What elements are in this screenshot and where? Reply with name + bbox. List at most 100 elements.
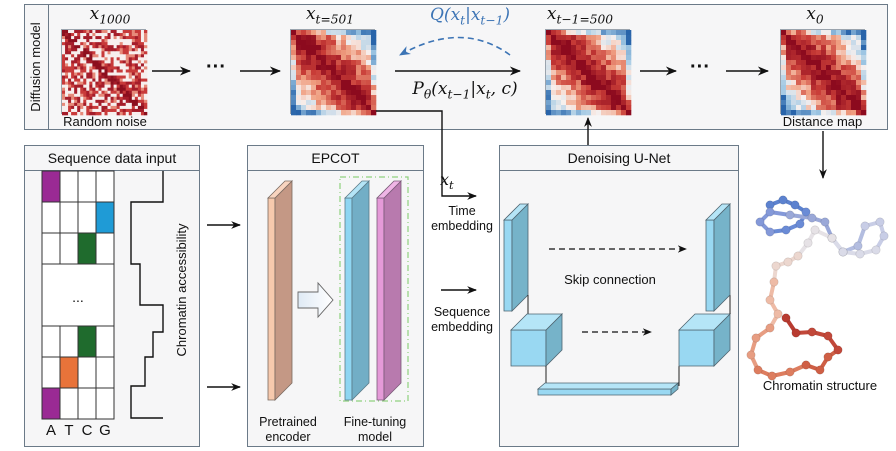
heatmap-cell [326, 100, 332, 106]
heatmap-cell [576, 95, 582, 101]
heatmap-cell [326, 75, 332, 81]
heatmap-cell [801, 70, 807, 76]
noise-cell [86, 78, 90, 82]
noise-cell [74, 78, 78, 82]
noise-cell [107, 45, 111, 49]
heatmap-cell [826, 60, 832, 66]
heatmap-cell [626, 90, 632, 96]
heatmap-cell [291, 40, 297, 46]
ellipsis-right: ··· [690, 56, 710, 78]
heatmap-cell [566, 45, 572, 51]
noise-cell [137, 33, 142, 37]
noise-cell [134, 84, 139, 88]
noise-cell [131, 75, 136, 79]
heatmap-cell [321, 40, 327, 46]
noise-cell [134, 36, 139, 40]
noise-cell [131, 69, 136, 73]
heatmap-cell [586, 50, 592, 56]
heatmap-cell [566, 95, 572, 101]
noise-cell [110, 111, 114, 116]
noise-cell [116, 30, 120, 34]
noise-cell [104, 30, 108, 34]
noise-cell [122, 81, 127, 85]
noise-cell [104, 78, 108, 82]
heatmap-cell [626, 110, 632, 116]
heatmap-cell [811, 75, 817, 81]
heatmap-cell [831, 60, 837, 66]
fine-tuning-block-purple [376, 180, 402, 401]
noise-cell [83, 84, 87, 88]
noise-cell [143, 36, 148, 40]
noise-cell [68, 93, 72, 98]
heatmap-cell [301, 55, 307, 61]
noise-cell [92, 69, 96, 73]
noise-cell [134, 111, 139, 116]
heatmap-cell [546, 110, 552, 116]
noise-cell [62, 60, 66, 64]
heatmap-cell [796, 100, 802, 106]
heatmap-cell [811, 70, 817, 76]
heatmap-cell [336, 80, 342, 86]
heatmap-cell [601, 40, 607, 46]
noise-heatmap [61, 29, 148, 116]
heatmap-cell [786, 105, 792, 111]
heatmap-cell [591, 105, 597, 111]
heatmap-cell [556, 35, 562, 41]
noise-cell [137, 30, 142, 34]
noise-cell [71, 48, 75, 52]
heatmap-cell [626, 75, 632, 81]
heatmap-cell [351, 90, 357, 96]
noise-cell [80, 45, 84, 49]
noise-cell [116, 84, 120, 88]
heatmap-cell [826, 90, 832, 96]
noise-cell [107, 93, 111, 98]
noise-cell [143, 93, 148, 98]
heatmap-cell [311, 55, 317, 61]
heatmap-cell [851, 110, 857, 116]
heatmap-cell [606, 65, 612, 71]
noise-cell [83, 39, 87, 43]
noise-cell [137, 93, 142, 98]
noise-cell [131, 72, 136, 76]
noise-cell [98, 39, 102, 43]
noise-cell [125, 63, 130, 67]
noise-cell [92, 84, 96, 88]
label-xt500: xt−1=500 [546, 4, 614, 27]
noise-cell [101, 102, 105, 107]
noise-cell [74, 30, 78, 34]
base-label-c: C [81, 422, 93, 439]
heatmap-cell [546, 95, 552, 101]
noise-cell [125, 66, 130, 70]
noise-cell [113, 111, 117, 116]
heatmap-cell [781, 60, 787, 66]
noise-cell [89, 63, 93, 67]
noise-cell [89, 105, 93, 110]
heatmap-cell [836, 75, 842, 81]
heatmap-cell [821, 35, 827, 41]
heatmap-cell [796, 45, 802, 51]
noise-cell [143, 33, 148, 37]
heatmap-cell [341, 105, 347, 111]
noise-cell [128, 96, 133, 101]
noise-cell [104, 51, 108, 55]
heatmap-cell [341, 100, 347, 106]
noise-cell [83, 108, 87, 113]
heatmap-cell [816, 30, 822, 36]
heatmap-cell [561, 85, 567, 91]
heatmap-cell [826, 80, 832, 86]
heatmap-cell [571, 90, 577, 96]
noise-cell [119, 60, 124, 64]
noise-cell [131, 96, 136, 101]
heatmap-cell [816, 55, 822, 61]
heatmap-cell [586, 70, 592, 76]
noise-cell [92, 42, 96, 46]
noise-cell [128, 108, 133, 113]
heatmap-cell [301, 70, 307, 76]
noise-cell [137, 48, 142, 52]
noise-cell [104, 66, 108, 70]
noise-cell [80, 33, 84, 37]
noise-cell [110, 75, 114, 79]
noise-cell [86, 33, 90, 37]
noise-cell [89, 30, 93, 34]
heatmap-cell [301, 30, 307, 36]
